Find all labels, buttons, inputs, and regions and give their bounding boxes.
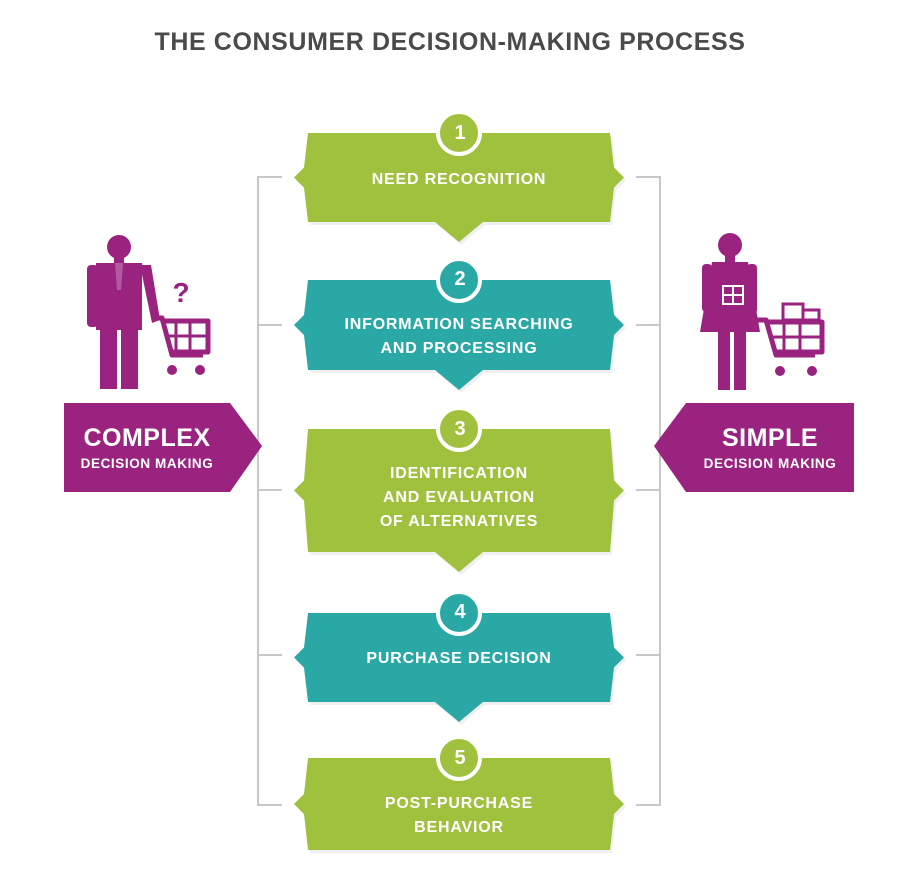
simple-decision-banner — [654, 403, 854, 492]
complex-decision-banner — [64, 403, 262, 492]
left-bracket — [243, 176, 282, 806]
step-2-label: INFORMATION SEARCHING AND PROCESSING — [344, 316, 574, 357]
complex-sublabel: DECISION MAKING — [80, 456, 214, 471]
man-with-cart-question-icon: ? — [87, 235, 190, 389]
step-4-box — [294, 590, 626, 725]
svg-text:?: ? — [172, 277, 189, 308]
step-3-shape — [294, 429, 624, 572]
full-shopping-cart-icon — [756, 302, 825, 376]
step-3-number-badge — [436, 406, 482, 452]
step-4-label: PURCHASE DECISION — [366, 650, 552, 667]
simple-sublabel: DECISION MAKING — [703, 456, 837, 471]
woman-with-full-cart-icon — [700, 233, 760, 390]
step-5-label: POST-PURCHASE BEHAVIOR — [384, 795, 534, 836]
step-1-label: NEED RECOGNITION — [371, 171, 547, 188]
step-4-shape — [294, 613, 624, 722]
step-5-shape — [294, 758, 624, 850]
step-4-number: 4 — [454, 601, 466, 623]
right-bracket — [636, 176, 668, 806]
step-3-box — [294, 406, 626, 575]
step-1-box — [294, 110, 626, 245]
step-2-number-badge — [436, 257, 482, 303]
step-1-number-badge — [436, 110, 482, 156]
simple-label: SIMPLE — [721, 424, 819, 452]
step-5-number-badge — [436, 735, 482, 781]
step-4-number-badge — [436, 590, 482, 636]
complex-label: COMPLEX — [83, 424, 211, 452]
step-2-shape — [294, 280, 624, 390]
shopping-cart-icon — [152, 315, 211, 375]
step-2-number: 2 — [454, 268, 466, 290]
step-5-number: 5 — [454, 747, 466, 769]
step-1-number: 1 — [454, 122, 466, 144]
step-5-box — [294, 735, 626, 853]
step-1-shape — [294, 133, 624, 242]
step-3-number: 3 — [454, 418, 466, 440]
step-2-box — [294, 257, 626, 393]
diagram-title: THE CONSUMER DECISION-MAKING PROCESS — [154, 28, 746, 56]
step-3-label: IDENTIFICATION AND EVALUATION OF ALTERNA… — [379, 465, 539, 530]
